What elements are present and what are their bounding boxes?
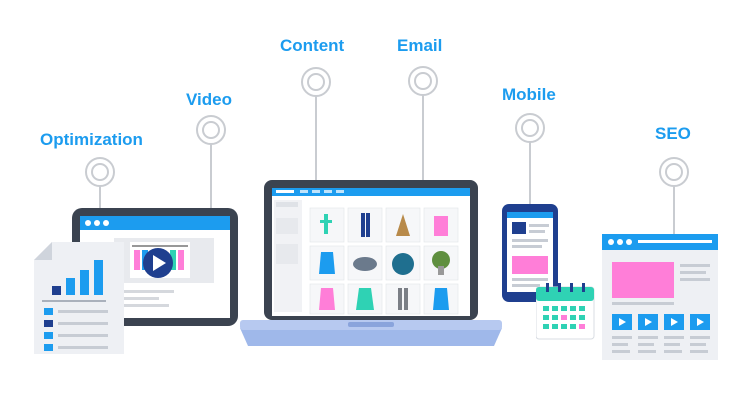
label-content: Content [280, 36, 345, 55]
label-video: Video [186, 90, 232, 109]
monitor-icon [72, 208, 238, 326]
phone-icon [502, 204, 558, 302]
document-icon [34, 242, 124, 354]
label-optimization: Optimization [40, 130, 143, 149]
calendar-icon [536, 283, 595, 340]
circle-pin-icon [85, 66, 689, 187]
bar-chart-icon [52, 260, 103, 295]
label-email: Email [397, 36, 443, 55]
browser-window-icon [602, 234, 718, 360]
label-seo: SEO [655, 124, 691, 143]
label-mobile: Mobile [502, 85, 556, 104]
laptop-icon [240, 180, 502, 346]
